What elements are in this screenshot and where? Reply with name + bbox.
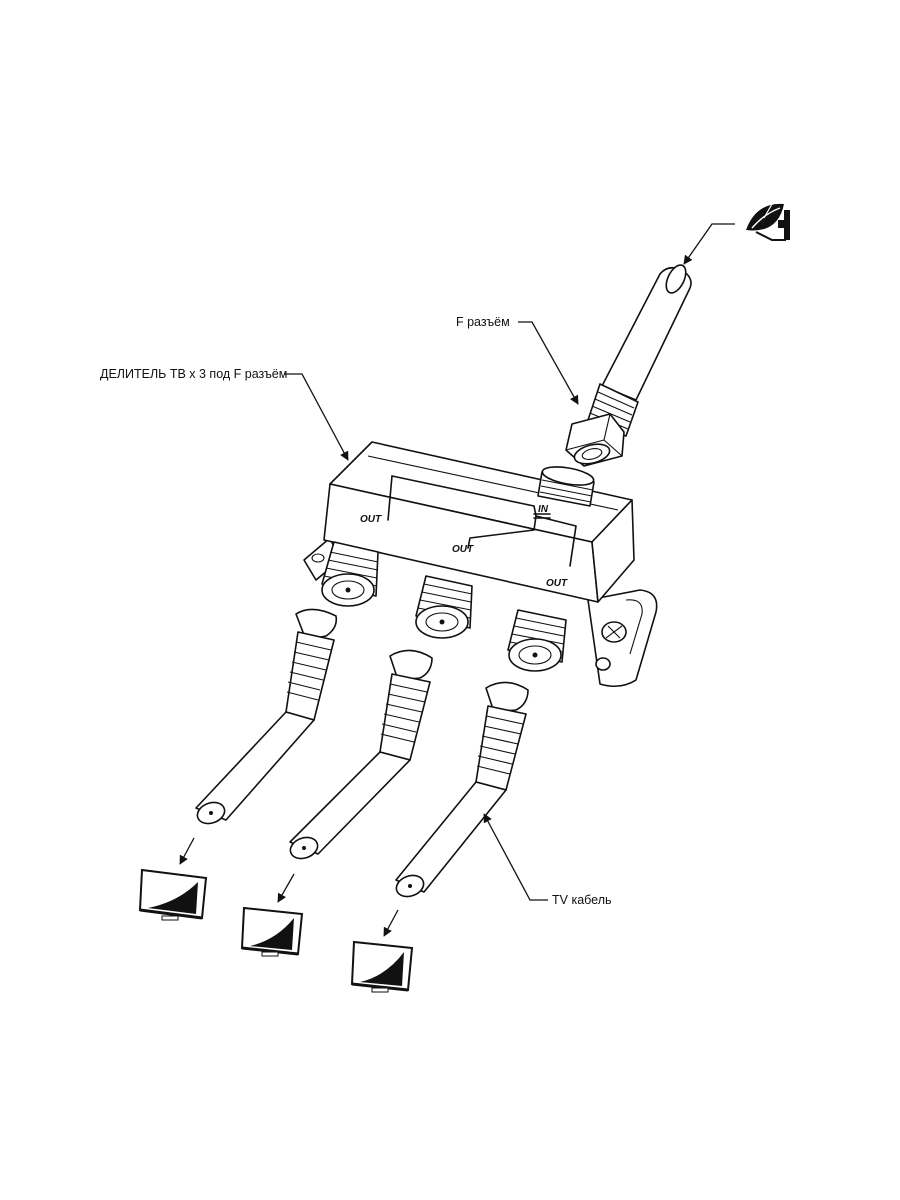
- tv-icon: [350, 940, 414, 993]
- tv-icon: [240, 906, 304, 957]
- output-cable-left: [195, 608, 338, 825]
- port-out-middle-label: OUT: [452, 544, 474, 555]
- tv-cable-arrow: [483, 813, 548, 901]
- splitter-label: ДЕЛИТЕЛЬ ТВ х 3 под F разъём: [100, 367, 287, 381]
- splitter-body: IN OUT OUT OUT: [303, 441, 658, 688]
- output-cable-middle: [289, 649, 433, 860]
- tv-cable-label: TV кабель: [552, 893, 612, 907]
- port-in-label: IN: [538, 504, 549, 515]
- input-signal-arrow: [683, 223, 735, 265]
- satellite-dish-icon: [746, 203, 790, 241]
- splitter-output-port-middle: [415, 575, 473, 639]
- splitter-output-port-right: [507, 609, 567, 672]
- output-arrow-right: [383, 909, 399, 937]
- output-arrow-left: [179, 837, 195, 865]
- port-out-right-label: OUT: [546, 578, 568, 589]
- tv-icon: [138, 868, 208, 921]
- f-connector-nut: [565, 413, 625, 467]
- f-connector-arrow: [518, 321, 579, 405]
- port-out-left-label: OUT: [360, 514, 382, 525]
- output-cable-right: [395, 681, 529, 898]
- splitter-arrow: [284, 373, 349, 461]
- f-connector-label: F разъём: [456, 315, 510, 329]
- input-cable: [587, 264, 692, 437]
- output-arrow-middle: [277, 873, 295, 903]
- splitter-input-port: [537, 466, 595, 507]
- splitter-output-port-left: [321, 541, 379, 607]
